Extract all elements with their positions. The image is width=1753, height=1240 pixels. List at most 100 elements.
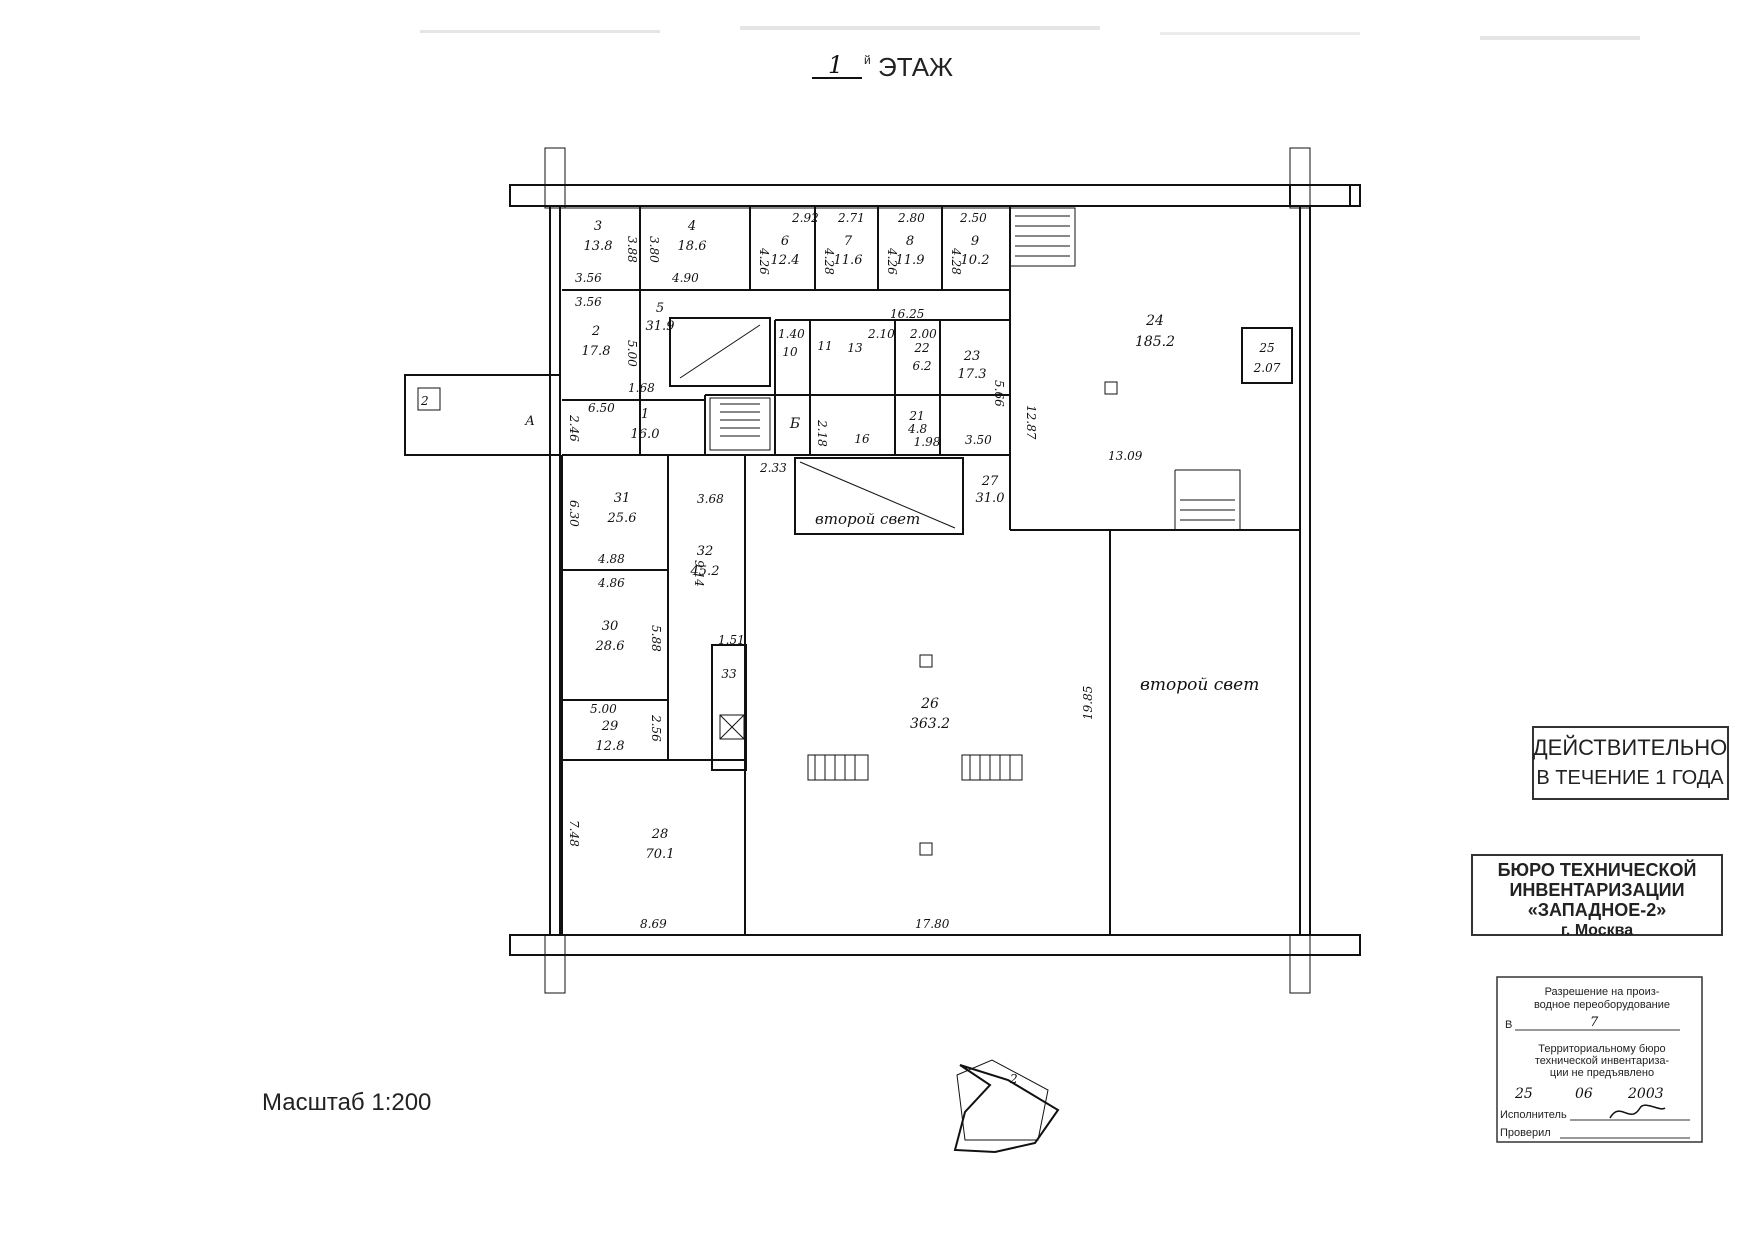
scan-noise — [420, 26, 1640, 40]
svg-text:12.87: 12.87 — [1024, 405, 1038, 440]
svg-text:32: 32 — [697, 544, 714, 559]
svg-text:7: 7 — [844, 234, 853, 249]
room-b: Б — [789, 416, 800, 432]
svg-text:9.14: 9.14 — [692, 560, 706, 587]
svg-text:06: 06 — [1575, 1086, 1593, 1102]
svg-text:31.9: 31.9 — [646, 319, 675, 334]
room-33: 33 — [721, 667, 737, 681]
svg-text:1.51: 1.51 — [718, 633, 745, 647]
svg-text:3.56: 3.56 — [575, 271, 602, 285]
stair-24-bottom — [1174, 469, 1241, 531]
svg-text:г. Москва: г. Москва — [1561, 922, 1633, 939]
svg-text:16.0: 16.0 — [631, 427, 660, 442]
svg-text:16: 16 — [854, 432, 870, 446]
building-structure: 2 — [404, 147, 1361, 994]
svg-text:4.28: 4.28 — [822, 247, 836, 275]
room-22: 226.2 — [912, 341, 931, 373]
svg-text:1: 1 — [641, 407, 649, 422]
pentagon-stair: 2 — [953, 1059, 1060, 1154]
svg-text:3.56: 3.56 — [575, 295, 602, 309]
svg-text:2.18: 2.18 — [815, 419, 829, 447]
svg-text:2.71: 2.71 — [837, 211, 865, 225]
stair-24-top — [1009, 207, 1076, 267]
svg-text:4.8: 4.8 — [907, 422, 927, 436]
svg-text:А: А — [524, 414, 535, 429]
stair-b — [709, 397, 771, 451]
room-25: 252.07 — [1253, 341, 1281, 375]
svg-text:2.56: 2.56 — [649, 714, 663, 742]
svg-text:8.69: 8.69 — [640, 917, 667, 931]
room-10: 10 — [782, 345, 798, 359]
svg-text:19.85: 19.85 — [1081, 686, 1095, 720]
svg-text:13: 13 — [847, 341, 863, 355]
svg-text:7: 7 — [1590, 1015, 1599, 1030]
svg-text:10.2: 10.2 — [961, 253, 990, 268]
svg-text:363.2: 363.2 — [910, 716, 950, 732]
svg-text:В: В — [1505, 1019, 1512, 1031]
svg-text:1.40: 1.40 — [778, 327, 805, 341]
room-3: 313.8 — [584, 219, 613, 254]
svg-text:28: 28 — [651, 827, 669, 842]
svg-text:2: 2 — [591, 324, 600, 339]
svg-text:9: 9 — [971, 234, 979, 249]
hall-stair-right — [961, 754, 1023, 781]
room-23: 23 17.3 — [958, 349, 987, 382]
svg-text:11.6: 11.6 — [834, 253, 863, 268]
room-32: 32 45.2 — [690, 544, 720, 579]
svg-text:Исполнитель: Исполнитель — [1500, 1109, 1567, 1121]
svg-text:6: 6 — [781, 234, 789, 249]
svg-text:16.25: 16.25 — [890, 307, 924, 321]
svg-text:33: 33 — [721, 667, 737, 681]
room-11: 11 — [817, 339, 832, 353]
svg-text:17.80: 17.80 — [915, 917, 950, 931]
svg-text:3.88: 3.88 — [625, 236, 639, 263]
svg-text:2.07: 2.07 — [1253, 361, 1281, 375]
svg-text:ИНВЕНТАРИЗАЦИИ: ИНВЕНТАРИЗАЦИИ — [1509, 880, 1684, 900]
svg-text:«ЗАПАДНОЕ-2»: «ЗАПАДНОЕ-2» — [1528, 900, 1667, 920]
svg-text:Проверил: Проверил — [1500, 1127, 1551, 1139]
svg-text:23: 23 — [963, 349, 981, 364]
svg-text:3.68: 3.68 — [697, 492, 724, 506]
svg-text:45.2: 45.2 — [690, 564, 720, 579]
svg-text:5.00: 5.00 — [625, 340, 639, 367]
second-light-note-small: второй свет — [815, 510, 920, 528]
svg-text:3: 3 — [594, 219, 602, 234]
floor-number: 1 — [828, 51, 843, 79]
svg-text:Разрешение на произ-: Разрешение на произ- — [1545, 986, 1660, 998]
svg-text:13.09: 13.09 — [1108, 449, 1143, 463]
room-30: 30 28.6 — [595, 619, 625, 654]
svg-text:5: 5 — [656, 301, 664, 316]
svg-text:22: 22 — [913, 341, 929, 355]
svg-text:30: 30 — [602, 619, 619, 634]
svg-text:17.3: 17.3 — [958, 367, 987, 382]
svg-text:26: 26 — [920, 696, 939, 712]
svg-text:4.26: 4.26 — [757, 247, 771, 275]
room-2: 217.8 — [582, 324, 611, 359]
room-a: А — [524, 414, 535, 429]
svg-text:25.6: 25.6 — [607, 511, 637, 526]
svg-text:28.6: 28.6 — [595, 639, 625, 654]
room-8: 811.9 — [896, 234, 925, 268]
svg-text:4: 4 — [687, 219, 696, 234]
room-5: 531.9 — [646, 301, 675, 334]
svg-text:31: 31 — [614, 491, 631, 506]
room-labels: 313.8 418.6 612.4 711.6 811.9 910.2 217.… — [524, 219, 1281, 862]
svg-text:5.66: 5.66 — [992, 380, 1006, 407]
svg-text:17.8: 17.8 — [582, 344, 611, 359]
stamp-valid: ДЕЙСТВИТЕЛЬНО В ТЕЧЕНИЕ 1 ГОДА — [1532, 726, 1729, 800]
svg-text:10: 10 — [782, 345, 798, 359]
svg-text:6.2: 6.2 — [912, 359, 931, 373]
svg-text:24: 24 — [1145, 313, 1164, 329]
floor-title: 1 й ЭТАЖ — [812, 51, 953, 82]
svg-text:технической инвентариза-: технической инвентариза- — [1535, 1055, 1670, 1067]
room-4: 418.6 — [678, 219, 707, 254]
room-9: 910.2 — [961, 234, 990, 268]
svg-text:7.48: 7.48 — [567, 820, 581, 847]
svg-text:6.50: 6.50 — [588, 401, 615, 415]
hall-stair-left — [807, 754, 869, 781]
svg-text:Территориальному бюро: Территориальному бюро — [1538, 1043, 1665, 1055]
stamp-bti: БЮРО ТЕХНИЧЕСКОЙ ИНВЕНТАРИЗАЦИИ «ЗАПАДНО… — [1471, 854, 1723, 939]
svg-text:27: 27 — [981, 474, 999, 489]
